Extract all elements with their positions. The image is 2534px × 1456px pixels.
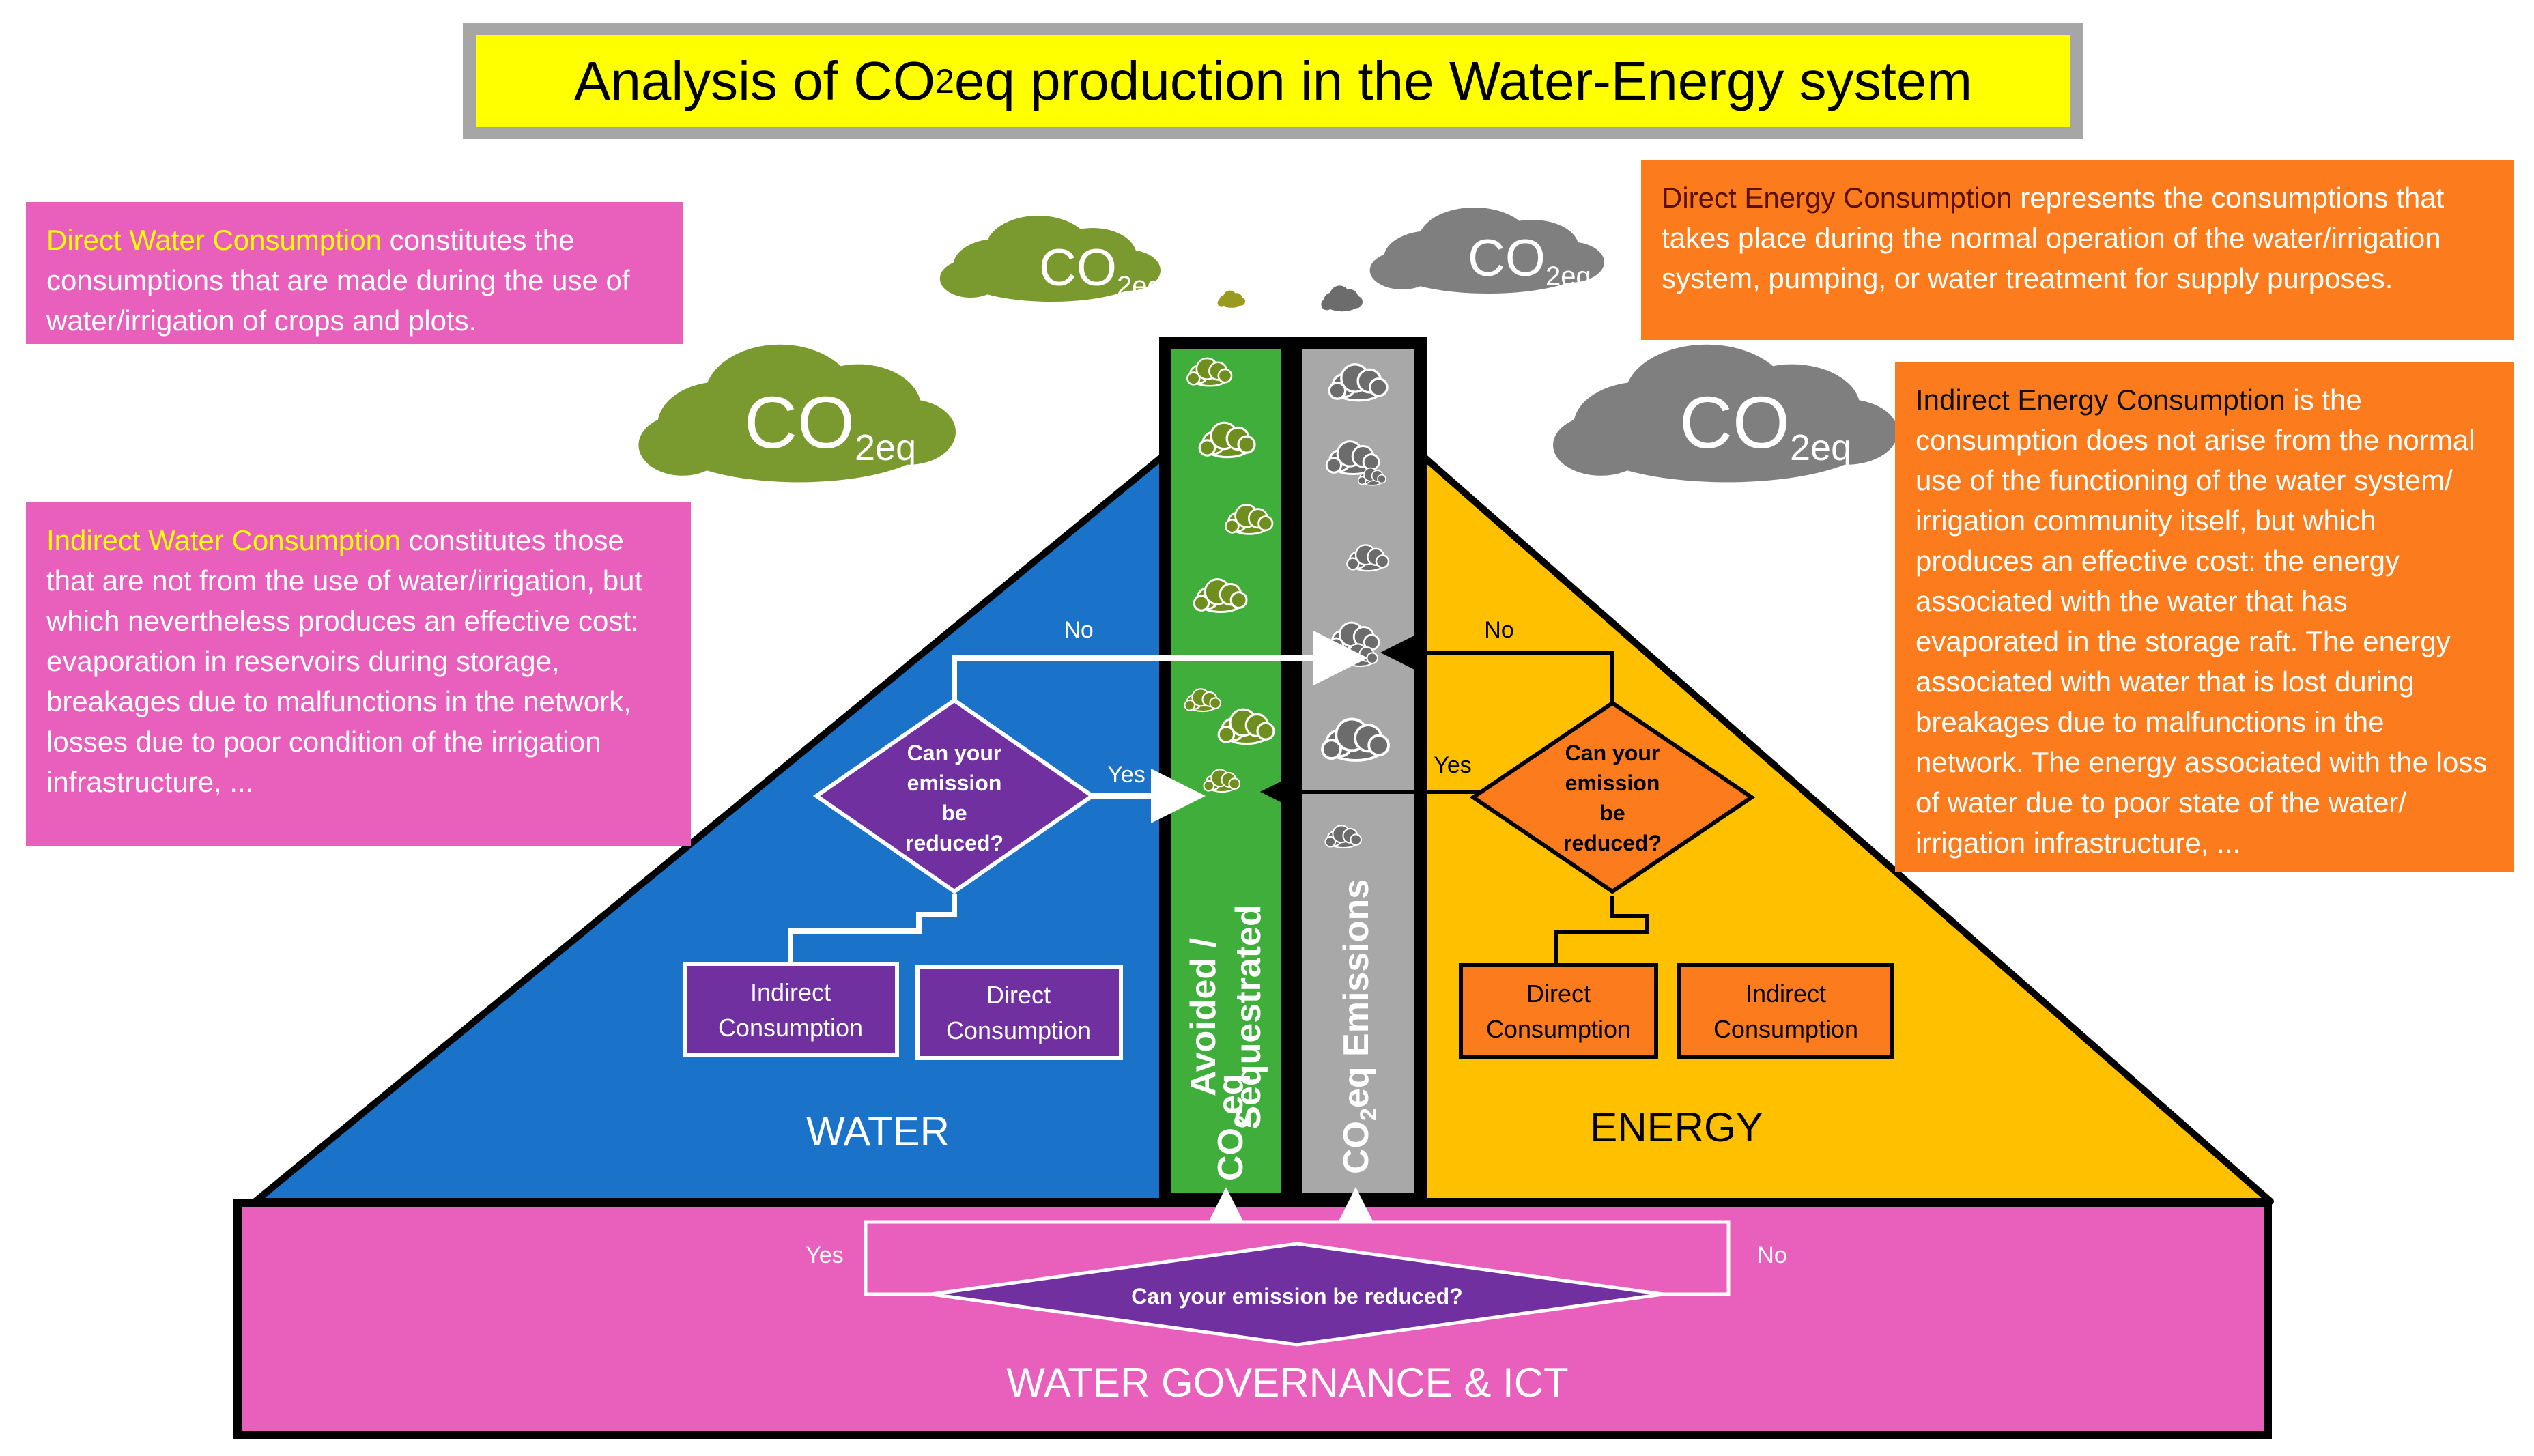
water-indirect-line: Indirect: [750, 978, 831, 1006]
water-direct-line: Direct: [986, 981, 1051, 1009]
svg-text:CO2eq: CO2eq: [1039, 239, 1163, 301]
energy-no-label: No: [1484, 617, 1513, 643]
avoided-column-label: Avoided /: [1184, 938, 1223, 1096]
water-tree-connector: [788, 894, 957, 964]
indirect-energy-text: is the consumption does not arise from t…: [1916, 384, 2488, 859]
indirect-water-info-box: Indirect Water Consumption constitutes t…: [26, 502, 691, 846]
water-label: WATER: [806, 1109, 950, 1154]
energy-indirect-box[interactable]: [1677, 963, 1894, 1059]
water-no-connector: [952, 631, 1368, 703]
energy-label: ENERGY: [1590, 1104, 1763, 1150]
tiny-cloud-icon: [1321, 285, 1363, 312]
co2-cloud-small-green: CO2eq: [939, 216, 1163, 302]
svg-text:CO2eq: CO2eq: [1679, 381, 1851, 468]
title-subscript: 2: [935, 62, 954, 100]
svg-text:CO2eq: CO2eq: [744, 381, 916, 468]
energy-direct-box[interactable]: [1459, 963, 1658, 1059]
governance-question: Can your emission be reduced?: [1131, 1284, 1462, 1309]
indirect-energy-info-box: Indirect Energy Consumption is the consu…: [1895, 362, 2514, 872]
svg-text:CO2eq: CO2eq: [1468, 229, 1591, 291]
direct-energy-text: represents the consumptions that takes p…: [1662, 182, 2445, 294]
water-question-line: emission: [907, 771, 1002, 795]
water-indirect-box[interactable]: [683, 962, 899, 1057]
water-no-label: No: [1064, 617, 1093, 643]
energy-direct-line: Direct: [1526, 980, 1591, 1008]
energy-no-connector: [1380, 632, 1614, 703]
governance-no-label: No: [1757, 1242, 1786, 1268]
emissions-column: [1302, 349, 1414, 1193]
energy-decision-diamond[interactable]: [1469, 700, 1756, 894]
water-question-line: Can your: [907, 741, 1002, 765]
co2-cloud-large-grey: CO2eq: [1553, 344, 1898, 483]
energy-question-line: emission: [1565, 771, 1660, 795]
energy-question-line: reduced?: [1563, 831, 1662, 855]
direct-water-info-box: Direct Water Consumption constitutes the…: [26, 202, 683, 344]
co2-cloud-small-grey: CO2eq: [1369, 208, 1604, 294]
energy-direct-line: Consumption: [1486, 1015, 1631, 1043]
energy-yes-label: Yes: [1434, 752, 1471, 778]
direct-water-highlight: Direct Water Consumption: [46, 224, 382, 256]
energy-question-line: Can your: [1565, 741, 1660, 765]
water-question-line: reduced?: [905, 831, 1003, 855]
governance-yes-label: Yes: [806, 1242, 843, 1268]
direct-water-text: constitutes the consumptions that are ma…: [46, 224, 630, 337]
governance-decision-diamond[interactable]: [930, 1242, 1664, 1347]
title-prefix: Analysis of CO: [574, 51, 936, 111]
water-indirect-line: Consumption: [718, 1014, 863, 1042]
direct-energy-highlight: Direct Energy Consumption: [1662, 182, 2012, 214]
water-decision-diamond[interactable]: [812, 698, 1096, 894]
water-yes-label: Yes: [1107, 762, 1145, 788]
energy-tree-connector: [1554, 896, 1649, 965]
avoided-column-label-2: Sequestrated: [1229, 904, 1268, 1129]
water-direct-line: Consumption: [946, 1016, 1091, 1044]
energy-question-line: be: [1599, 801, 1625, 825]
avoided-co2-label: CO2eq: [1211, 1073, 1256, 1181]
energy-indirect-line: Consumption: [1713, 1015, 1858, 1043]
indirect-water-highlight: Indirect Water Consumption: [46, 524, 401, 556]
direct-energy-info-box: Direct Energy Consumption represents the…: [1641, 160, 2514, 340]
tiny-cloud-icon: [1217, 290, 1245, 308]
co2-cloud-large-green: CO2eq: [638, 344, 956, 483]
emissions-column-label: CO2eq Emissions: [1337, 879, 1382, 1174]
governance-label: WATER GOVERNANCE & ICT: [1006, 1360, 1568, 1405]
avoided-line-1: Avoided /: [1184, 938, 1223, 1096]
avoided-line-2: Sequestrated: [1229, 904, 1268, 1129]
energy-indirect-line: Indirect: [1746, 980, 1826, 1008]
water-direct-box[interactable]: [915, 965, 1123, 1060]
title-suffix: eq production in the Water-Energy system: [954, 51, 1972, 111]
water-question-line: be: [941, 801, 967, 825]
indirect-energy-highlight: Indirect Energy Consumption: [1916, 384, 2286, 416]
indirect-water-text: constitutes those that are not from the …: [46, 524, 643, 798]
